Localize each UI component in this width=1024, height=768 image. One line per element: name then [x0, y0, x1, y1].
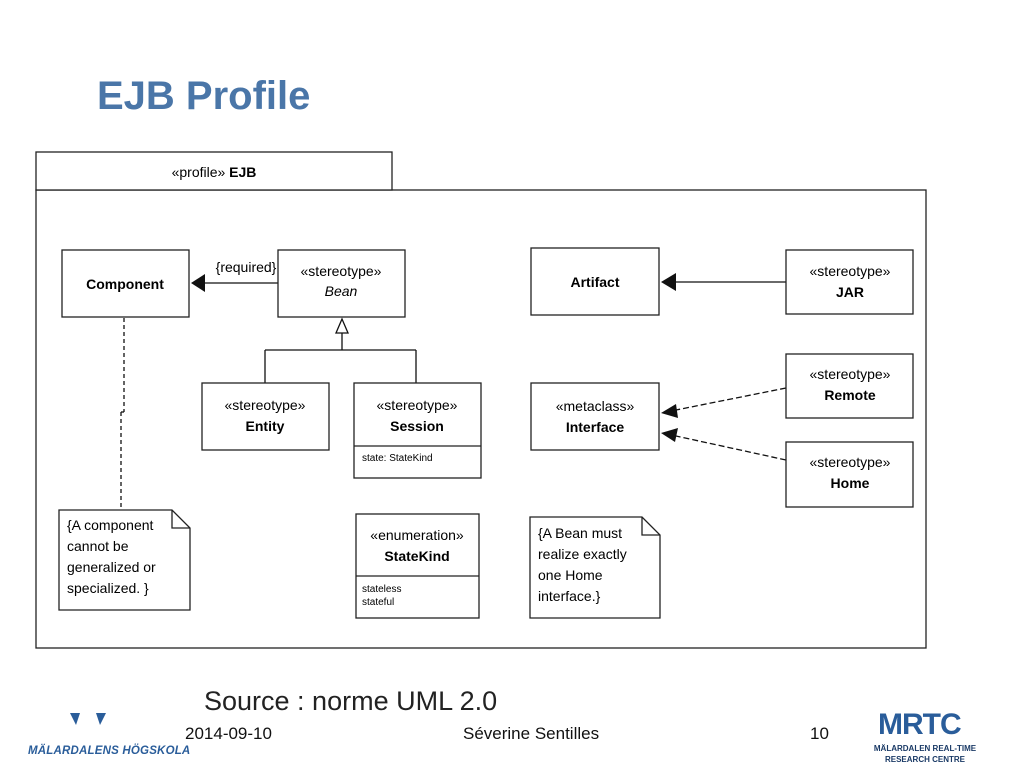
profile-keyword: «profile» [172, 164, 226, 180]
realization-arrowhead [661, 404, 678, 418]
note-line: {A Bean must [538, 525, 622, 541]
source-caption: Source : norme UML 2.0 [204, 686, 498, 716]
note-line: generalized or [67, 559, 156, 575]
session-class-name: Session [390, 418, 444, 434]
statekind-class-name: StateKind [384, 548, 449, 564]
footer-author: Séverine Sentilles [463, 724, 600, 743]
statekind-literal: stateful [362, 597, 394, 608]
extension-arrowhead [191, 274, 205, 292]
mrtc-logo-icon: MRTC [878, 708, 962, 741]
profile-name: EJB [229, 164, 256, 180]
university-logo-icon [70, 713, 106, 725]
home-stereotype: «stereotype» [810, 454, 891, 470]
footer-page-number: 10 [810, 724, 829, 743]
mrtc-logo-line: MÄLARDALEN REAL-TIME [873, 744, 977, 753]
entity-class-name: Entity [246, 418, 285, 434]
required-label: {required} [216, 259, 277, 275]
bean-class-name: Bean [325, 283, 358, 299]
slide-title: EJB Profile [97, 74, 311, 118]
mrtc-logo-line: RESEARCH CENTRE [884, 755, 965, 764]
statekind-literal: stateless [362, 584, 401, 595]
note-line: interface.} [538, 588, 601, 604]
note-component: {A component cannot be generalized or sp… [67, 517, 156, 596]
notes [58, 509, 661, 619]
remote-class-name: Remote [824, 387, 876, 403]
jar-stereotype: «stereotype» [810, 263, 891, 279]
entity-stereotype: «stereotype» [225, 397, 306, 413]
note-line: realize exactly [538, 546, 627, 562]
note-line: one Home [538, 567, 603, 583]
note-line: cannot be [67, 538, 129, 554]
session-attribute: state: StateKind [362, 453, 433, 464]
connectors [120, 281, 787, 510]
home-class-name: Home [831, 475, 870, 491]
class-boxes [61, 247, 914, 619]
footer-date: 2014-09-10 [185, 724, 272, 743]
note-bean: {A Bean must realize exactly one Home in… [538, 525, 627, 604]
generalization-arrowhead [335, 317, 349, 334]
session-stereotype: «stereotype» [377, 397, 458, 413]
interface-class-name: Interface [566, 419, 625, 435]
profile-tab-label: «profile» EJB [172, 164, 257, 180]
remote-stereotype: «stereotype» [810, 366, 891, 382]
extension-arrowhead [661, 273, 676, 291]
artifact-class-name: Artifact [570, 274, 619, 290]
realization-arrowhead [661, 428, 678, 442]
jar-class-name: JAR [836, 284, 864, 300]
note-line: {A component [67, 517, 154, 533]
interface-stereotype: «metaclass» [556, 398, 635, 414]
note-line: specialized. } [67, 580, 149, 596]
bean-stereotype: «stereotype» [301, 263, 382, 279]
university-logo-text: MÄLARDALENS HÖGSKOLA [28, 745, 191, 757]
statekind-stereotype: «enumeration» [370, 527, 464, 543]
arrowheads [191, 273, 678, 442]
component-class-name: Component [86, 276, 164, 292]
